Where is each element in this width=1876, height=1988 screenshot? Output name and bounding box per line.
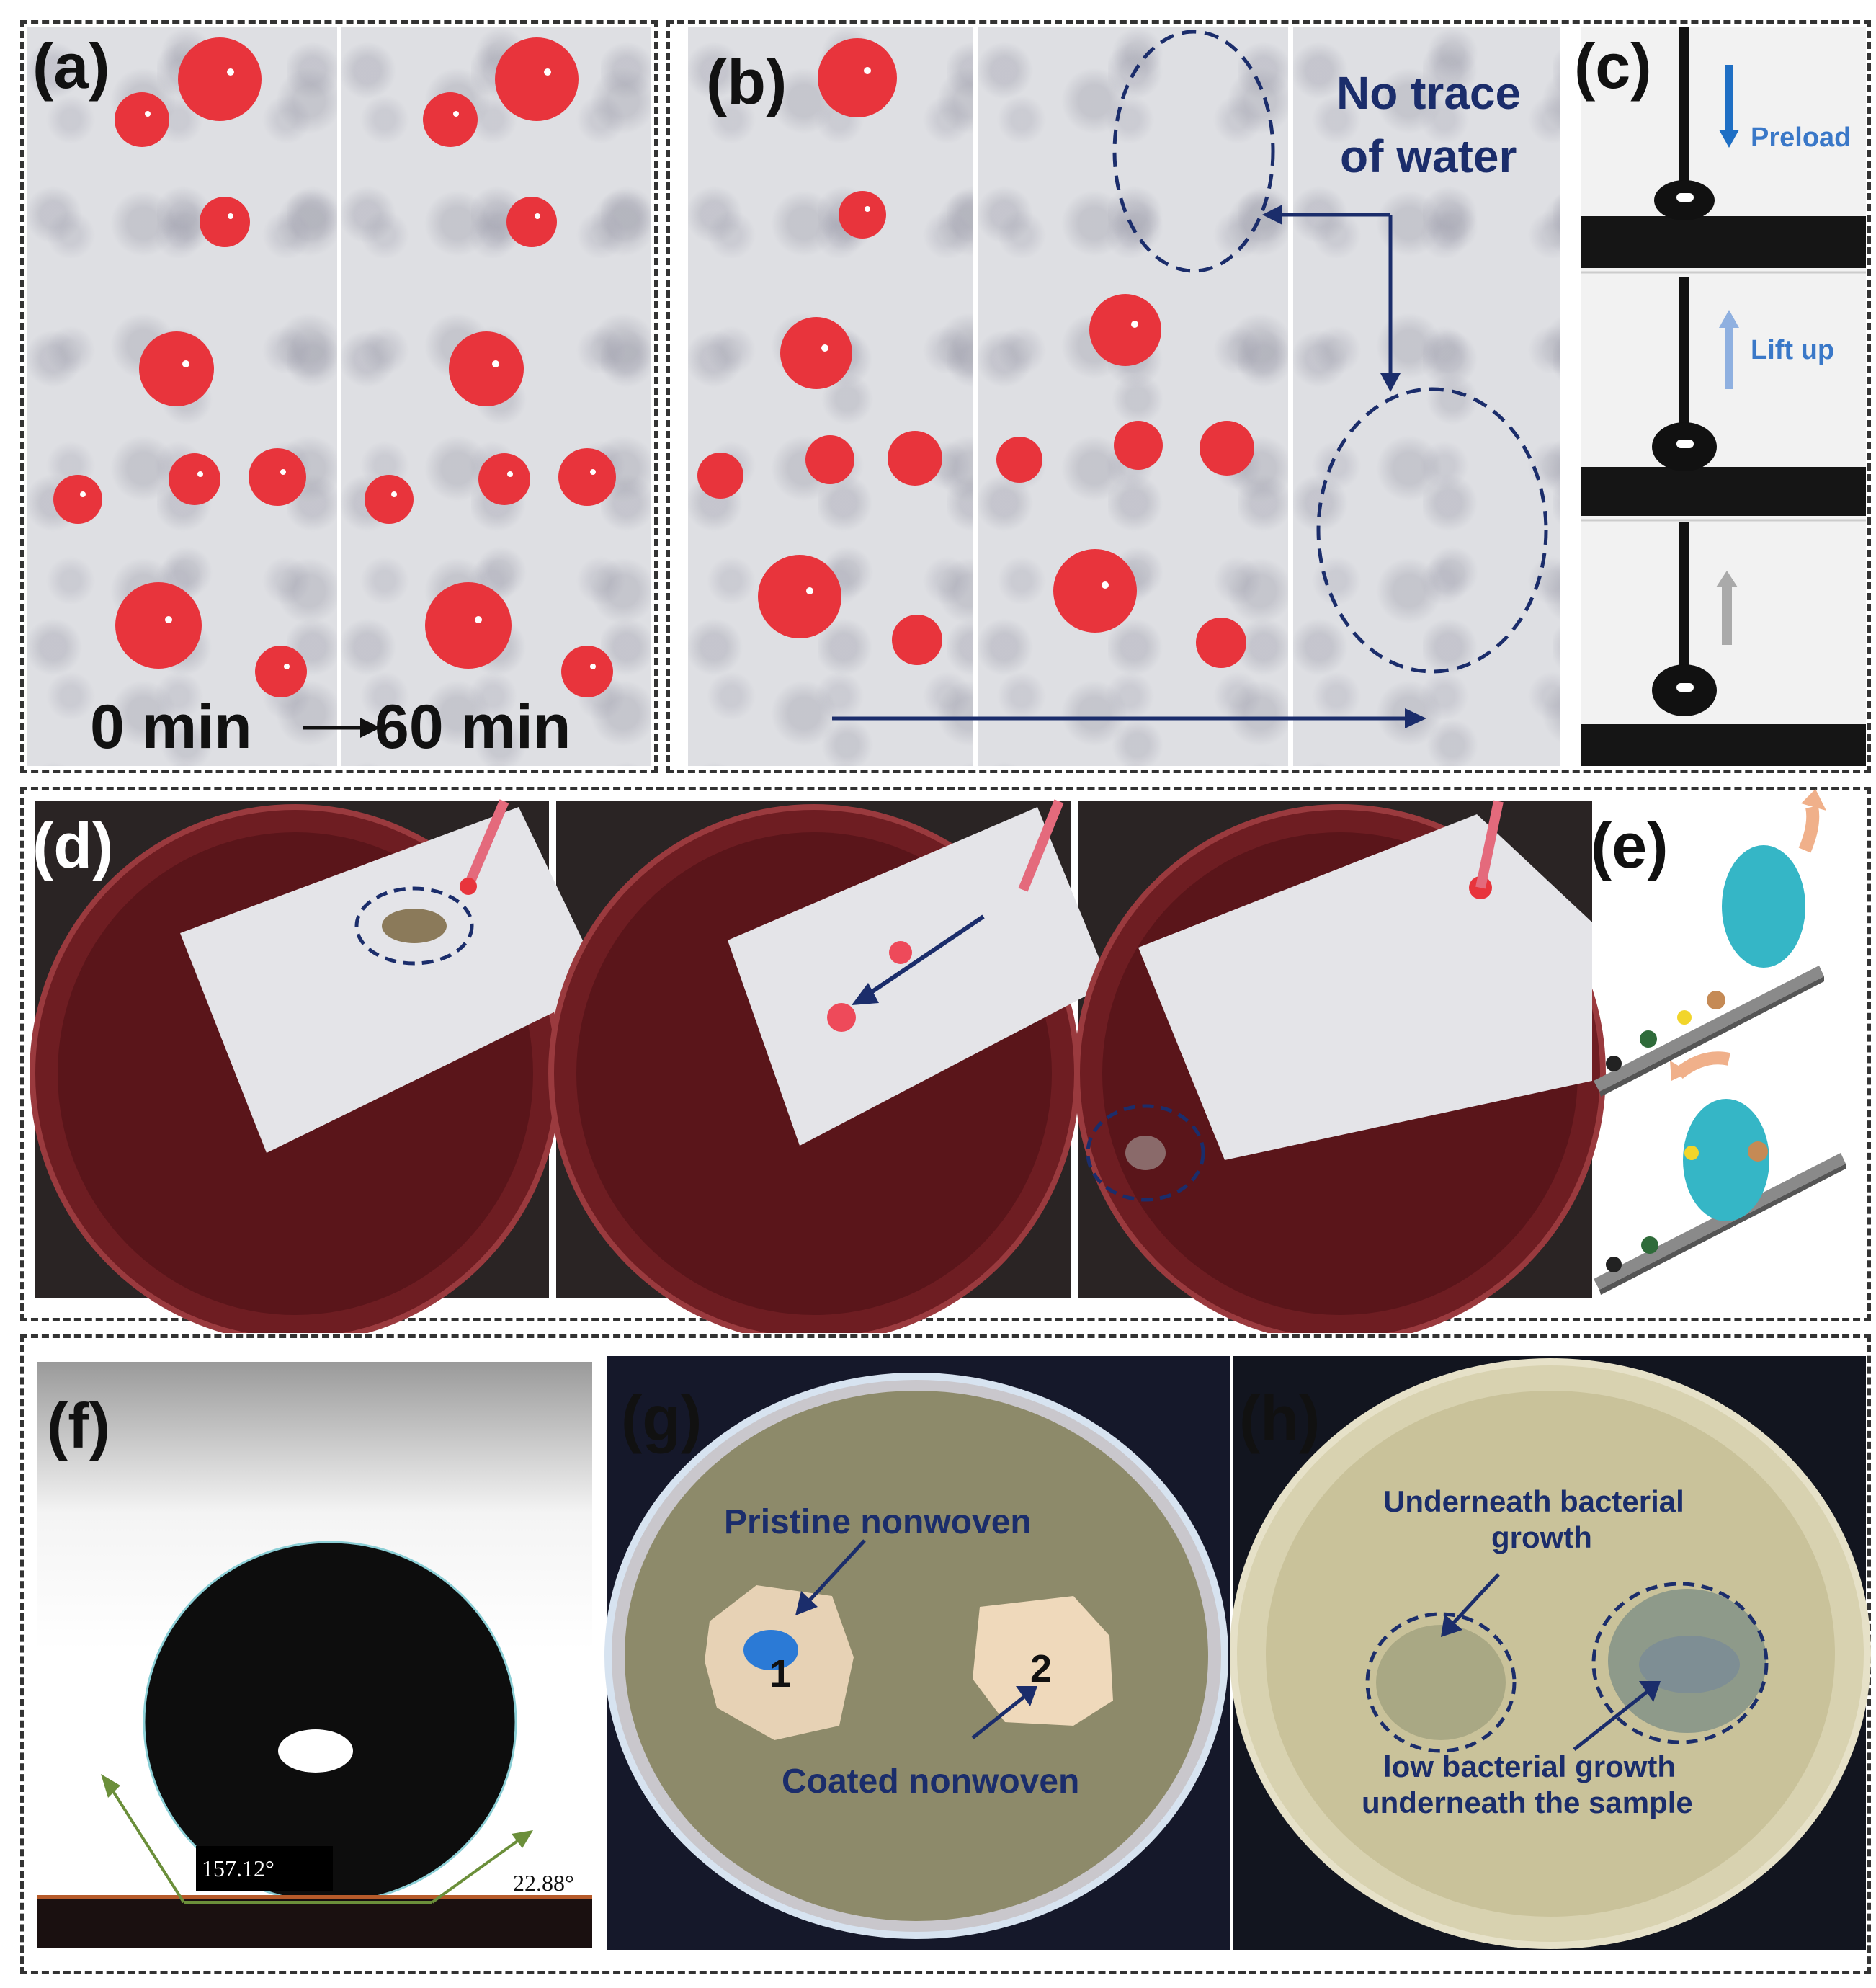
panel-c-step1: Preload xyxy=(1751,122,1852,153)
panel-f-angle-left: 157.12° xyxy=(202,1855,274,1881)
panel-h-label: (h) xyxy=(1239,1383,1321,1454)
panel-h-bottom-line2: underneath the sample xyxy=(1362,1786,1693,1819)
panel-b-annotation-line1: No trace xyxy=(1336,67,1522,119)
panel-f-angle-right: 22.88° xyxy=(513,1870,574,1896)
panel-c-step2: Lift up xyxy=(1751,335,1835,365)
panel-h-top-line1: Underneath bacterial xyxy=(1383,1484,1684,1518)
panel-g-pristine-label: Pristine nonwoven xyxy=(724,1503,1032,1541)
panel-a-label: (a) xyxy=(32,30,110,102)
panel-b-photo-1 xyxy=(688,27,973,766)
panel-g-coated-label: Coated nonwoven xyxy=(782,1762,1080,1801)
panel-b-droplets xyxy=(697,30,1548,728)
panel-b-photo-3 xyxy=(1293,27,1560,766)
panel-c-label: (c) xyxy=(1574,30,1652,102)
panel-e-schematic xyxy=(1594,789,1846,1295)
panel-c-drawing xyxy=(1581,27,1866,766)
panel-a-time-end: 60 min xyxy=(375,692,571,762)
panel-a-time-start: 0 min xyxy=(90,692,252,762)
panel-a-droplets xyxy=(53,37,616,738)
panel-h-top-line2: growth xyxy=(1491,1520,1592,1554)
panel-b-label: (b) xyxy=(706,46,787,117)
panel-d-label: (d) xyxy=(32,810,114,881)
panel-g-sample2: 2 xyxy=(1030,1647,1053,1690)
panel-f-label: (f) xyxy=(47,1390,110,1461)
panel-g-sample1: 1 xyxy=(769,1652,792,1695)
panel-b-annotation-line2: of water xyxy=(1340,130,1517,182)
panel-bc-frame xyxy=(666,20,1871,773)
panel-h-bottom-line1: low bacterial growth xyxy=(1383,1749,1676,1783)
panel-a-frame xyxy=(20,20,658,773)
panel-g-label: (g) xyxy=(621,1383,702,1454)
panel-d-drawing xyxy=(30,799,1606,1333)
panel-de-frame xyxy=(20,787,1871,1321)
panel-e-label: (e) xyxy=(1591,810,1669,881)
